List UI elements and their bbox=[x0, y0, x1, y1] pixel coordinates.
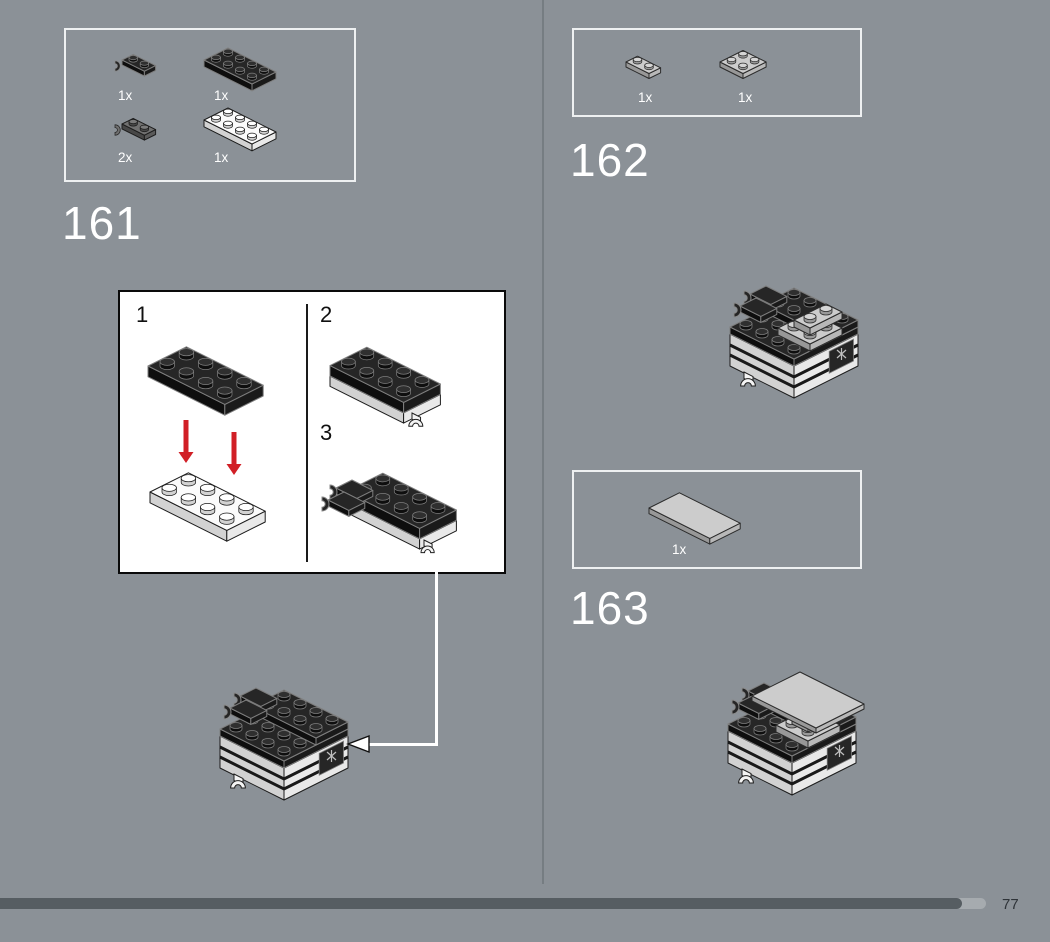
white-clip bbox=[420, 539, 435, 554]
gray-plate-1x2-handle-image bbox=[114, 117, 157, 141]
clip-plate-2 bbox=[733, 297, 778, 323]
clip-ring bbox=[733, 302, 742, 318]
part-count: 1x bbox=[738, 90, 753, 105]
gray-plate-1x2-image bbox=[625, 55, 662, 79]
brick bbox=[229, 699, 268, 725]
gray-tile-image bbox=[648, 492, 741, 545]
step-161-model-image bbox=[219, 687, 349, 801]
step-163-model-image bbox=[727, 671, 865, 796]
callout-divider bbox=[306, 304, 308, 562]
black-plate-2x4 bbox=[345, 472, 457, 540]
clip-ring bbox=[420, 545, 435, 554]
white-clip bbox=[408, 412, 424, 427]
insert-arrow-icon bbox=[346, 734, 370, 754]
step-162-parts-box: 1x 1x bbox=[572, 28, 862, 117]
white-clip bbox=[230, 773, 246, 789]
part-count: 1x bbox=[118, 88, 133, 103]
light-gray-tile bbox=[648, 492, 741, 545]
tile-print bbox=[834, 745, 845, 757]
white-plate-2x4 bbox=[149, 472, 266, 542]
white-clip bbox=[740, 371, 756, 387]
clip-ring bbox=[230, 780, 246, 789]
black-plate-2x4 bbox=[329, 346, 441, 414]
model-assembly bbox=[727, 671, 865, 796]
part-count: 1x bbox=[214, 88, 229, 103]
light-gray-plate-2x2 bbox=[719, 50, 767, 79]
step-162-number: 162 bbox=[570, 134, 650, 186]
clip-plate-2 bbox=[223, 699, 268, 725]
callout-connector-vertical bbox=[435, 572, 438, 746]
model-assembly bbox=[219, 687, 349, 801]
progress-track[interactable] bbox=[0, 898, 986, 909]
arrow-down-icon bbox=[178, 420, 194, 463]
step-162-model-image bbox=[729, 285, 859, 399]
dark-gray-plate-1x2-with-handle bbox=[121, 117, 157, 141]
column-divider bbox=[542, 0, 544, 884]
clip-ring bbox=[223, 704, 232, 720]
clip-plate-2 bbox=[321, 491, 366, 517]
white-plate-2x4-image bbox=[203, 107, 277, 152]
step-161-number: 161 bbox=[62, 197, 142, 249]
clip-ring bbox=[738, 775, 754, 784]
part-count: 1x bbox=[672, 542, 687, 557]
step-163-parts-box: 1x bbox=[572, 470, 862, 569]
black-plate-2x4-image bbox=[203, 47, 277, 92]
brick bbox=[327, 491, 366, 517]
clip-ring bbox=[114, 124, 121, 136]
step-163-number: 163 bbox=[570, 582, 650, 634]
substep-3-number: 3 bbox=[320, 420, 333, 445]
model-assembly bbox=[729, 285, 859, 399]
callout-connector-horizontal bbox=[366, 743, 438, 746]
white-plate-2x4 bbox=[203, 107, 277, 152]
black-plate-1x2-clip-image bbox=[114, 53, 157, 77]
step-161-callout: 1 2 3 bbox=[118, 290, 506, 574]
substep-1-number: 1 bbox=[136, 302, 149, 327]
light-gray-plate-1x2 bbox=[625, 55, 662, 79]
black-plate-1x2-with-clip bbox=[121, 53, 157, 77]
progress-fill bbox=[0, 898, 962, 909]
clip-plate-2 bbox=[731, 694, 776, 720]
clip-ring bbox=[740, 378, 756, 387]
tile-print bbox=[836, 348, 847, 360]
clip-ring bbox=[408, 418, 424, 427]
substep-2-image bbox=[329, 346, 441, 427]
part-count: 2x bbox=[118, 150, 133, 165]
brick bbox=[739, 297, 778, 323]
part-count: 1x bbox=[638, 90, 653, 105]
black-plate-2x4 bbox=[147, 346, 264, 416]
substep-3-image bbox=[321, 472, 457, 554]
substep-2-number: 2 bbox=[320, 302, 333, 327]
tile-print bbox=[326, 750, 337, 762]
gray-plate-2x2-image bbox=[719, 50, 767, 79]
clip-ring bbox=[114, 60, 121, 72]
substep-1-image bbox=[147, 346, 266, 542]
page-number: 77 bbox=[1002, 896, 1019, 913]
gray-tile bbox=[751, 671, 865, 734]
clip-ring bbox=[731, 699, 740, 715]
clip-ring bbox=[321, 496, 330, 512]
black-plate-2x4 bbox=[203, 47, 277, 92]
arrow-down-icon bbox=[226, 432, 242, 475]
white-clip bbox=[738, 768, 754, 784]
part-count: 1x bbox=[214, 150, 229, 165]
step-161-parts-box: 1x 1x 2x 1x bbox=[64, 28, 356, 182]
gray-plate-1x2 bbox=[793, 303, 843, 336]
